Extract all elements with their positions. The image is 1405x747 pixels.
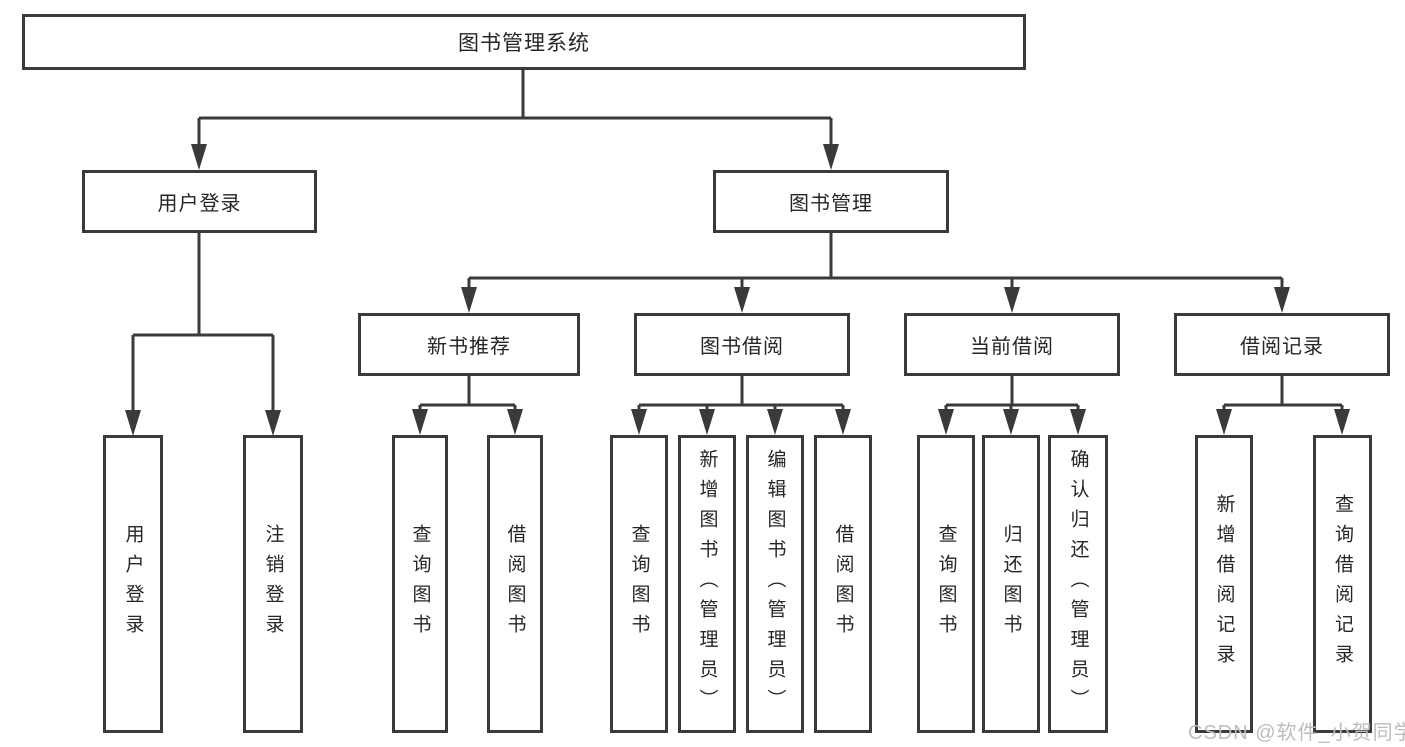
connector-current-borrow-to-leaves <box>944 376 1080 409</box>
arrowhead-leaf-logout <box>265 410 281 436</box>
node-current-borrow-label: 当前借阅 <box>970 336 1054 358</box>
connector-root-to-level2 <box>197 70 833 144</box>
leaf-bb-query-book-label: 查询图书 <box>628 524 650 644</box>
leaf-cb-return-book: 归还图书 <box>982 435 1040 733</box>
leaf-logout-label: 注销登录 <box>262 524 284 644</box>
node-book-borrow: 图书借阅 <box>634 313 850 376</box>
leaf-bb-borrow-book-label: 借阅图书 <box>832 524 854 644</box>
arrowhead-bb-add-book <box>699 409 715 435</box>
connector-new-book-rec-to-leaves <box>418 376 517 409</box>
node-new-book-rec: 新书推荐 <box>358 313 580 376</box>
leaf-cb-query-book-label: 查询图书 <box>935 524 957 644</box>
arrowhead-leaf-user-login <box>125 410 141 436</box>
leaf-br-query-record: 查询借阅记录 <box>1313 435 1372 733</box>
leaf-br-add-record-label: 新增借阅记录 <box>1213 494 1235 674</box>
node-current-borrow: 当前借阅 <box>904 313 1120 376</box>
arrowhead-cb-return-book <box>1003 409 1019 435</box>
leaf-bb-edit-book-label: 编辑图书（管理员） <box>764 449 786 719</box>
node-user-login: 用户登录 <box>82 170 317 233</box>
arrowhead-book-borrow <box>734 287 750 313</box>
leaf-rec-query-book-label: 查询图书 <box>409 524 431 644</box>
leaf-rec-query-book: 查询图书 <box>392 435 448 733</box>
leaf-br-query-record-label: 查询借阅记录 <box>1332 494 1353 674</box>
leaf-bb-add-book: 新增图书（管理员） <box>678 435 736 733</box>
watermark: CSDN @软件_小贺同学 <box>1188 722 1405 744</box>
node-borrow-records-label: 借阅记录 <box>1240 336 1324 358</box>
node-root: 图书管理系统 <box>22 14 1026 70</box>
connector-book-mgmt-to-level3 <box>467 233 1284 287</box>
leaf-bb-add-book-label: 新增图书（管理员） <box>696 449 718 719</box>
leaf-rec-borrow-book-label: 借阅图书 <box>504 524 526 644</box>
node-root-label: 图书管理系统 <box>458 32 590 55</box>
arrowhead-bb-borrow-book <box>835 409 851 435</box>
node-new-book-rec-label: 新书推荐 <box>427 336 511 358</box>
leaf-cb-confirm-return-label: 确认归还（管理员） <box>1067 449 1089 719</box>
leaf-bb-query-book: 查询图书 <box>610 435 668 733</box>
arrowhead-rec-borrow-book <box>507 409 523 435</box>
node-book-borrow-label: 图书借阅 <box>700 336 784 358</box>
arrowhead-rec-query-book <box>412 409 428 435</box>
node-book-mgmt: 图书管理 <box>713 170 949 233</box>
node-user-login-label: 用户登录 <box>157 193 242 215</box>
leaf-user-login-label: 用户登录 <box>122 524 144 644</box>
connector-user-login-to-leaves <box>131 233 275 410</box>
leaf-cb-confirm-return: 确认归还（管理员） <box>1048 435 1108 733</box>
arrowhead-cb-query-book <box>938 409 954 435</box>
connector-book-borrow-to-leaves <box>637 376 845 409</box>
leaf-user-login: 用户登录 <box>103 435 163 733</box>
arrowhead-new-book-rec <box>461 287 477 313</box>
arrowhead-user-login <box>191 144 207 170</box>
arrowhead-borrow-records <box>1274 287 1290 313</box>
node-book-mgmt-label: 图书管理 <box>789 193 873 215</box>
arrowhead-br-add-record <box>1216 409 1232 435</box>
leaf-br-add-record: 新增借阅记录 <box>1195 435 1253 733</box>
leaf-bb-borrow-book: 借阅图书 <box>814 435 872 733</box>
node-borrow-records: 借阅记录 <box>1174 313 1390 376</box>
connector-borrow-records-to-leaves <box>1222 376 1344 409</box>
arrowhead-cb-confirm-return <box>1070 409 1086 435</box>
arrowhead-bb-query-book <box>631 409 647 435</box>
arrowhead-br-query-record <box>1334 409 1350 435</box>
leaf-cb-query-book: 查询图书 <box>917 435 975 733</box>
arrowhead-current-borrow <box>1004 287 1020 313</box>
leaf-logout: 注销登录 <box>243 435 303 733</box>
arrowhead-bb-edit-book <box>767 409 783 435</box>
leaf-rec-borrow-book: 借阅图书 <box>487 435 543 733</box>
leaf-cb-return-book-label: 归还图书 <box>1000 524 1022 644</box>
arrowhead-book-mgmt <box>823 144 839 170</box>
leaf-bb-edit-book: 编辑图书（管理员） <box>746 435 804 733</box>
